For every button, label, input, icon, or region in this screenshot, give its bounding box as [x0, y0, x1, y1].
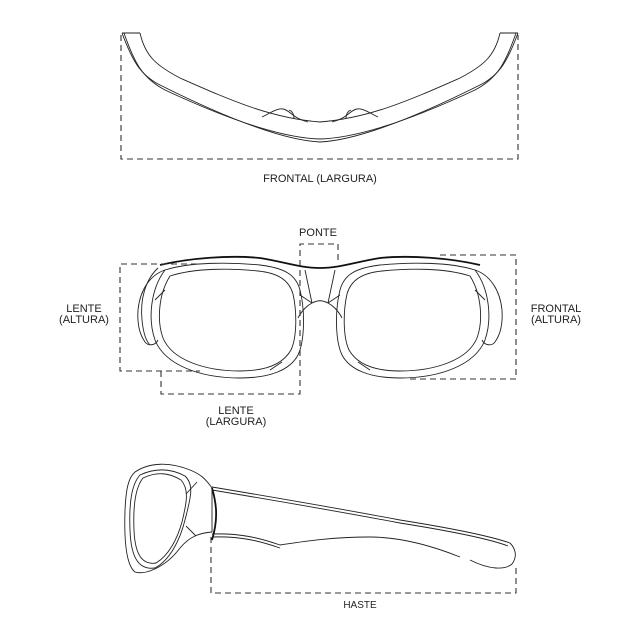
frame-height-label-line2: (ALTURA) [531, 314, 581, 326]
temple-length-label: HASTE [343, 600, 377, 611]
frame-height-label: FRONTAL (ALTURA) [520, 304, 592, 326]
lens-height-label: LENTE (ALTURA) [48, 304, 120, 326]
front-view-frame [119, 243, 517, 395]
lens-width-label: LENTE (LARGURA) [196, 406, 276, 428]
bridge-label: PONTE [299, 227, 337, 239]
lens-width-label-line2: (LARGURA) [205, 416, 267, 428]
side-view-temple [124, 463, 517, 594]
frame-width-label: FRONTAL (LARGURA) [263, 173, 377, 185]
lens-width-label-line1: LENTE [218, 405, 254, 417]
lens-height-label-line2: (ALTURA) [59, 314, 109, 326]
frame-height-label-line1: FRONTAL [530, 303, 582, 315]
top-view-frame [120, 32, 519, 160]
lens-height-label-line1: LENTE [66, 303, 102, 315]
